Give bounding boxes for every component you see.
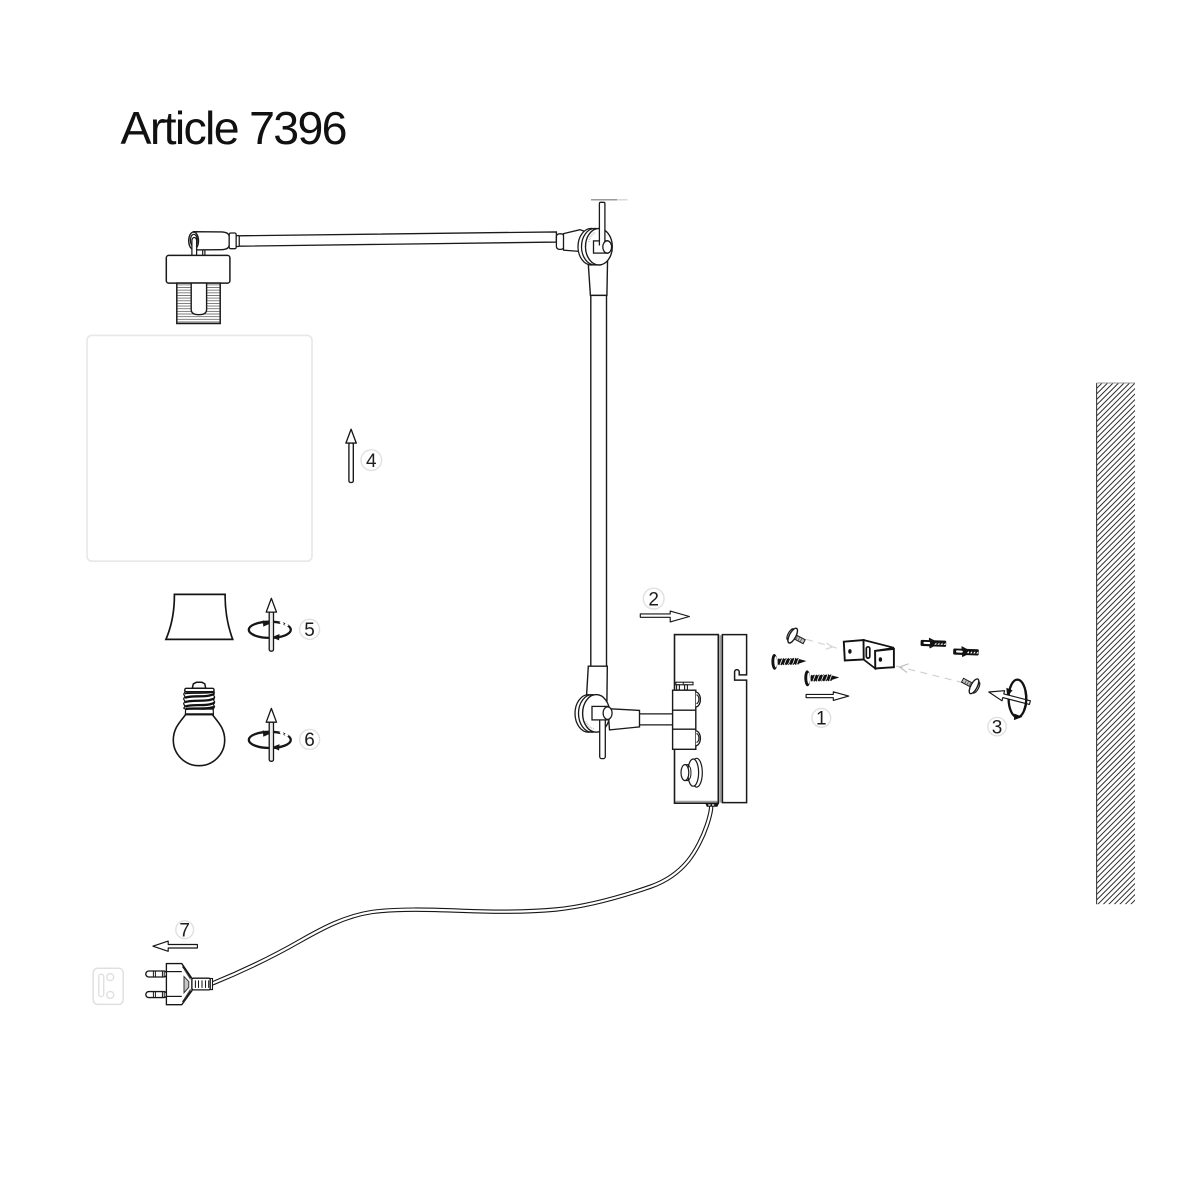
svg-text:3: 3: [992, 717, 1003, 738]
svg-text:7: 7: [179, 921, 190, 942]
svg-text:1: 1: [816, 709, 827, 730]
svg-text:Article 7396: Article 7396: [121, 102, 348, 154]
svg-text:4: 4: [366, 451, 377, 472]
svg-text:6: 6: [304, 730, 315, 751]
svg-text:2: 2: [648, 589, 659, 610]
svg-text:5: 5: [304, 620, 315, 641]
